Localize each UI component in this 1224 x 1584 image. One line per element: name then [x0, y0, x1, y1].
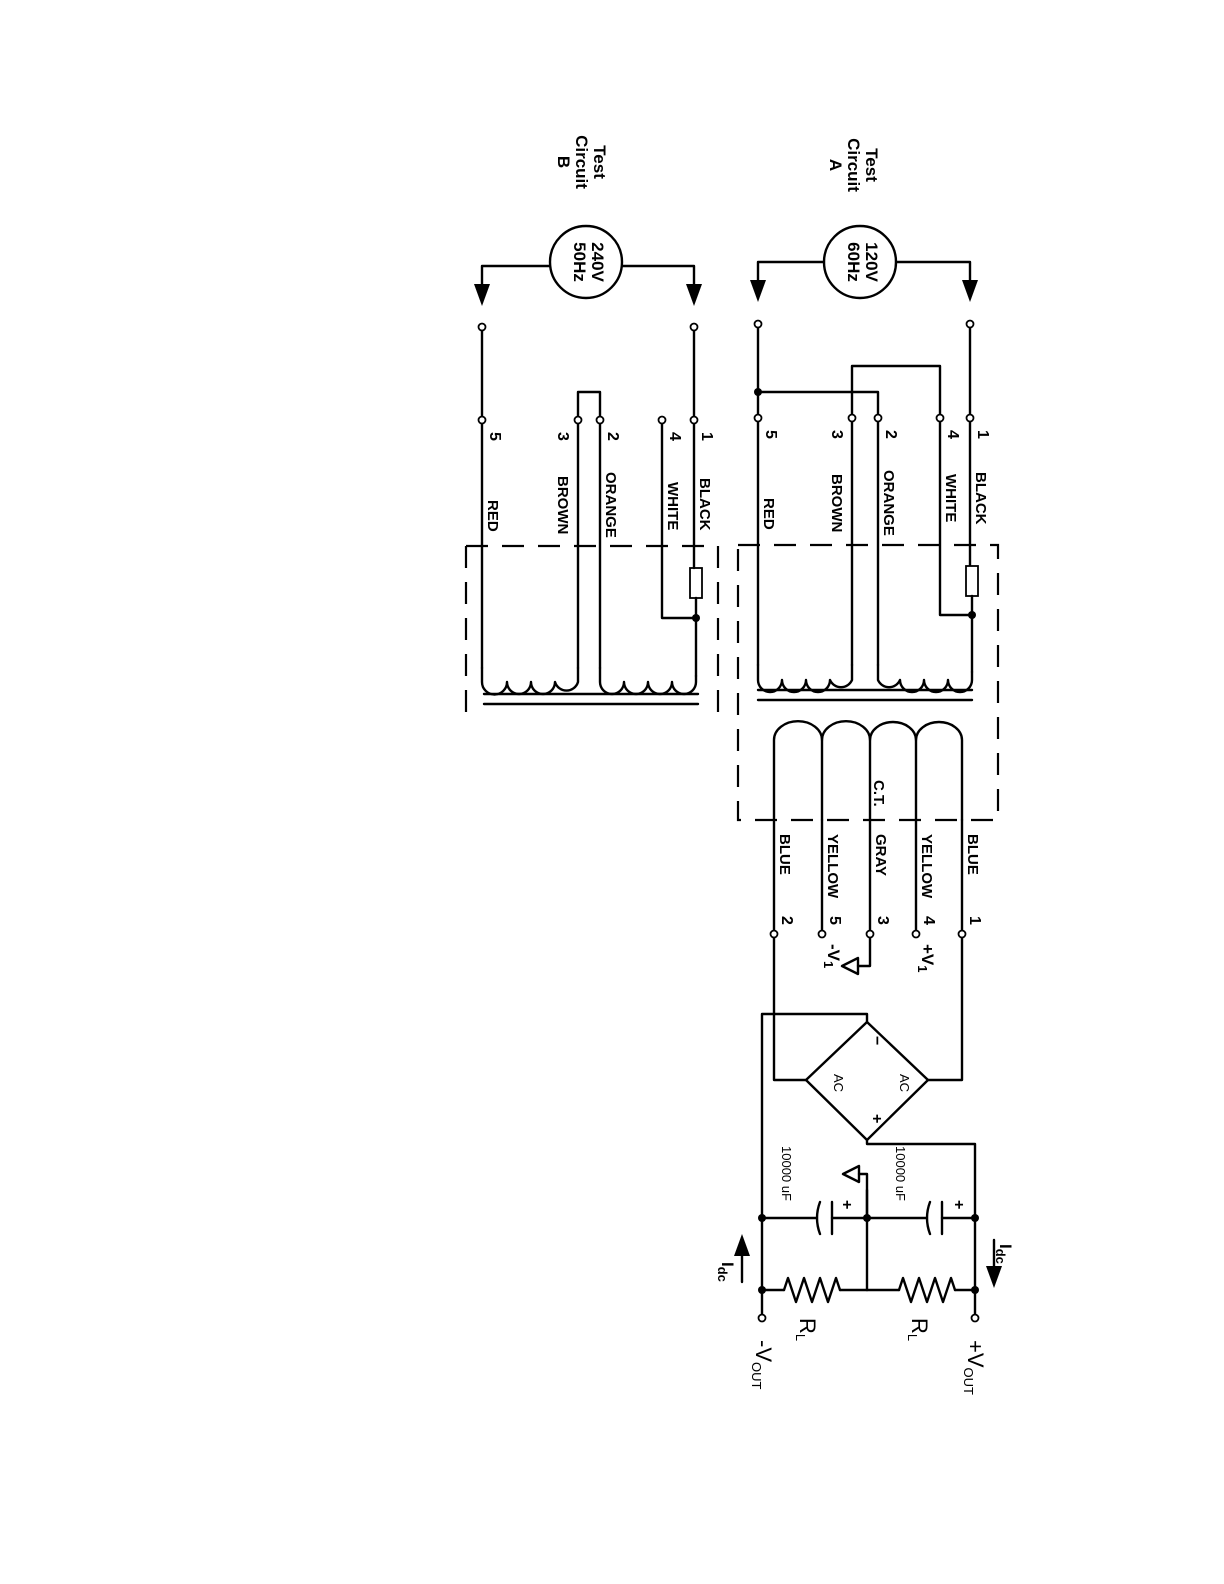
jumper-b-2-3: [578, 392, 600, 420]
cap-upper-value: 10000 uF: [893, 1146, 908, 1201]
terminal-a-left: [755, 321, 762, 328]
sec-pin-2: 2: [778, 916, 795, 925]
terminal-a-right: [967, 321, 974, 328]
sec-label-blue-1: BLUE: [964, 834, 981, 875]
primary-coil-b1: [600, 668, 696, 694]
source-b-frequency: 50Hz: [570, 242, 589, 282]
idc-lower-label: Idc: [715, 1262, 737, 1282]
fuse-a: [966, 566, 978, 596]
arrow-b-left: [474, 284, 490, 306]
idc-arrow-lower: [734, 1234, 750, 1256]
sec-pin-5: 5: [826, 916, 843, 925]
test-circuit-b: Test Circuit B 240V 50Hz 1 BLACK 4 WHITE…: [466, 135, 718, 712]
circuit-a-title-line1: Test: [862, 148, 881, 182]
bridge-plus-out: [867, 1140, 975, 1318]
cap-lower-value: 10000 uF: [779, 1146, 794, 1201]
sec-pin-1: 1: [966, 916, 983, 925]
bridge-minus-out: [762, 1014, 867, 1318]
rl-upper-label: RL: [905, 1318, 932, 1341]
circuit-b-title-line2: Circuit: [572, 135, 591, 189]
label-b-brown: BROWN: [554, 476, 571, 534]
sec-label-blue-2: BLUE: [776, 834, 793, 875]
bridge-ac-left: AC: [831, 1074, 846, 1092]
pin-b-1: 1: [698, 432, 715, 441]
source-a-lead-left: [758, 262, 824, 290]
pin-a-1: 1: [974, 430, 991, 439]
pin-b-5: 5: [486, 432, 503, 441]
pin-a-2: 2: [882, 430, 899, 439]
pin-a-3: 3: [828, 430, 845, 439]
sec-label-gray: GRAY: [872, 834, 889, 876]
label-a-white: WHITE: [942, 474, 959, 522]
label-b-black: BLACK: [696, 478, 713, 531]
wire-to-bridge-2: [774, 938, 806, 1080]
bridge-minus: −: [868, 1036, 885, 1045]
label-a-brown: BROWN: [828, 474, 845, 532]
center-tap-label: C.T.: [870, 780, 887, 807]
cap-lower-polarity: +: [838, 1200, 855, 1209]
source-b-lead-right: [622, 266, 694, 292]
circuit-b-title-line1: Test: [590, 145, 609, 179]
primary-coil-a2: [758, 665, 852, 692]
source-b-lead-left: [482, 266, 550, 292]
jumper-a-2-5: [758, 392, 878, 418]
cap-upper-polarity: +: [950, 1200, 967, 1209]
circuit-a-title-line2: Circuit: [844, 138, 863, 192]
idc-arrow-upper: [986, 1266, 1002, 1288]
rl-lower-label: RL: [793, 1318, 820, 1341]
resistor-lower: [784, 1278, 840, 1302]
ground-ct: [842, 958, 858, 974]
pin-b-2: 2: [604, 432, 621, 441]
arrow-b-right: [686, 284, 702, 306]
minus-vout-label: -VOUT: [749, 1340, 776, 1390]
label-a-red: RED: [760, 498, 777, 530]
primary-coil-b2: [482, 668, 578, 695]
pin-a-4: 4: [944, 430, 961, 439]
sec-pin-3: 3: [874, 916, 891, 925]
pin-a-5: 5: [762, 430, 779, 439]
label-b-white: WHITE: [664, 482, 681, 530]
label-a-black: BLACK: [972, 472, 989, 525]
source-a-lead-right: [896, 262, 970, 290]
circuit-b-title-line3: B: [554, 156, 573, 168]
test-circuit-a: Test Circuit A 120V 60Hz 1 BLACK: [715, 138, 1015, 1395]
pin-b-4: 4: [666, 432, 683, 441]
arrow-a-left: [750, 280, 766, 302]
plus-vout-label: +VOUT: [961, 1340, 988, 1395]
sec-pin-4: 4: [920, 916, 937, 925]
enclosure-a: [738, 545, 998, 820]
label-a-orange: ORANGE: [880, 470, 897, 536]
plus-v1-label: +V1: [915, 944, 937, 973]
fuse-b: [690, 568, 702, 598]
bridge-plus: +: [868, 1114, 885, 1123]
source-b-voltage: 240V: [588, 242, 607, 282]
minus-v1-label: -V1: [821, 944, 843, 968]
source-a-voltage: 120V: [862, 242, 881, 282]
sec-label-yellow-4: YELLOW: [918, 834, 935, 899]
ground-output: [843, 1166, 859, 1182]
resistor-upper: [899, 1278, 955, 1302]
label-b-orange: ORANGE: [602, 472, 619, 538]
secondary-coil: [774, 721, 962, 820]
primary-coil-a1: [878, 665, 972, 692]
pin-b-3: 3: [554, 432, 571, 441]
label-b-red: RED: [484, 500, 501, 532]
enclosure-b: [466, 546, 718, 712]
arrow-a-right: [962, 280, 978, 302]
circuit-a-title-line3: A: [826, 159, 845, 171]
bridge-ac-right: AC: [897, 1074, 912, 1092]
sec-label-yellow-5: YELLOW: [824, 834, 841, 899]
source-a-frequency: 60Hz: [844, 242, 863, 282]
idc-upper-label: Idc: [993, 1244, 1015, 1264]
